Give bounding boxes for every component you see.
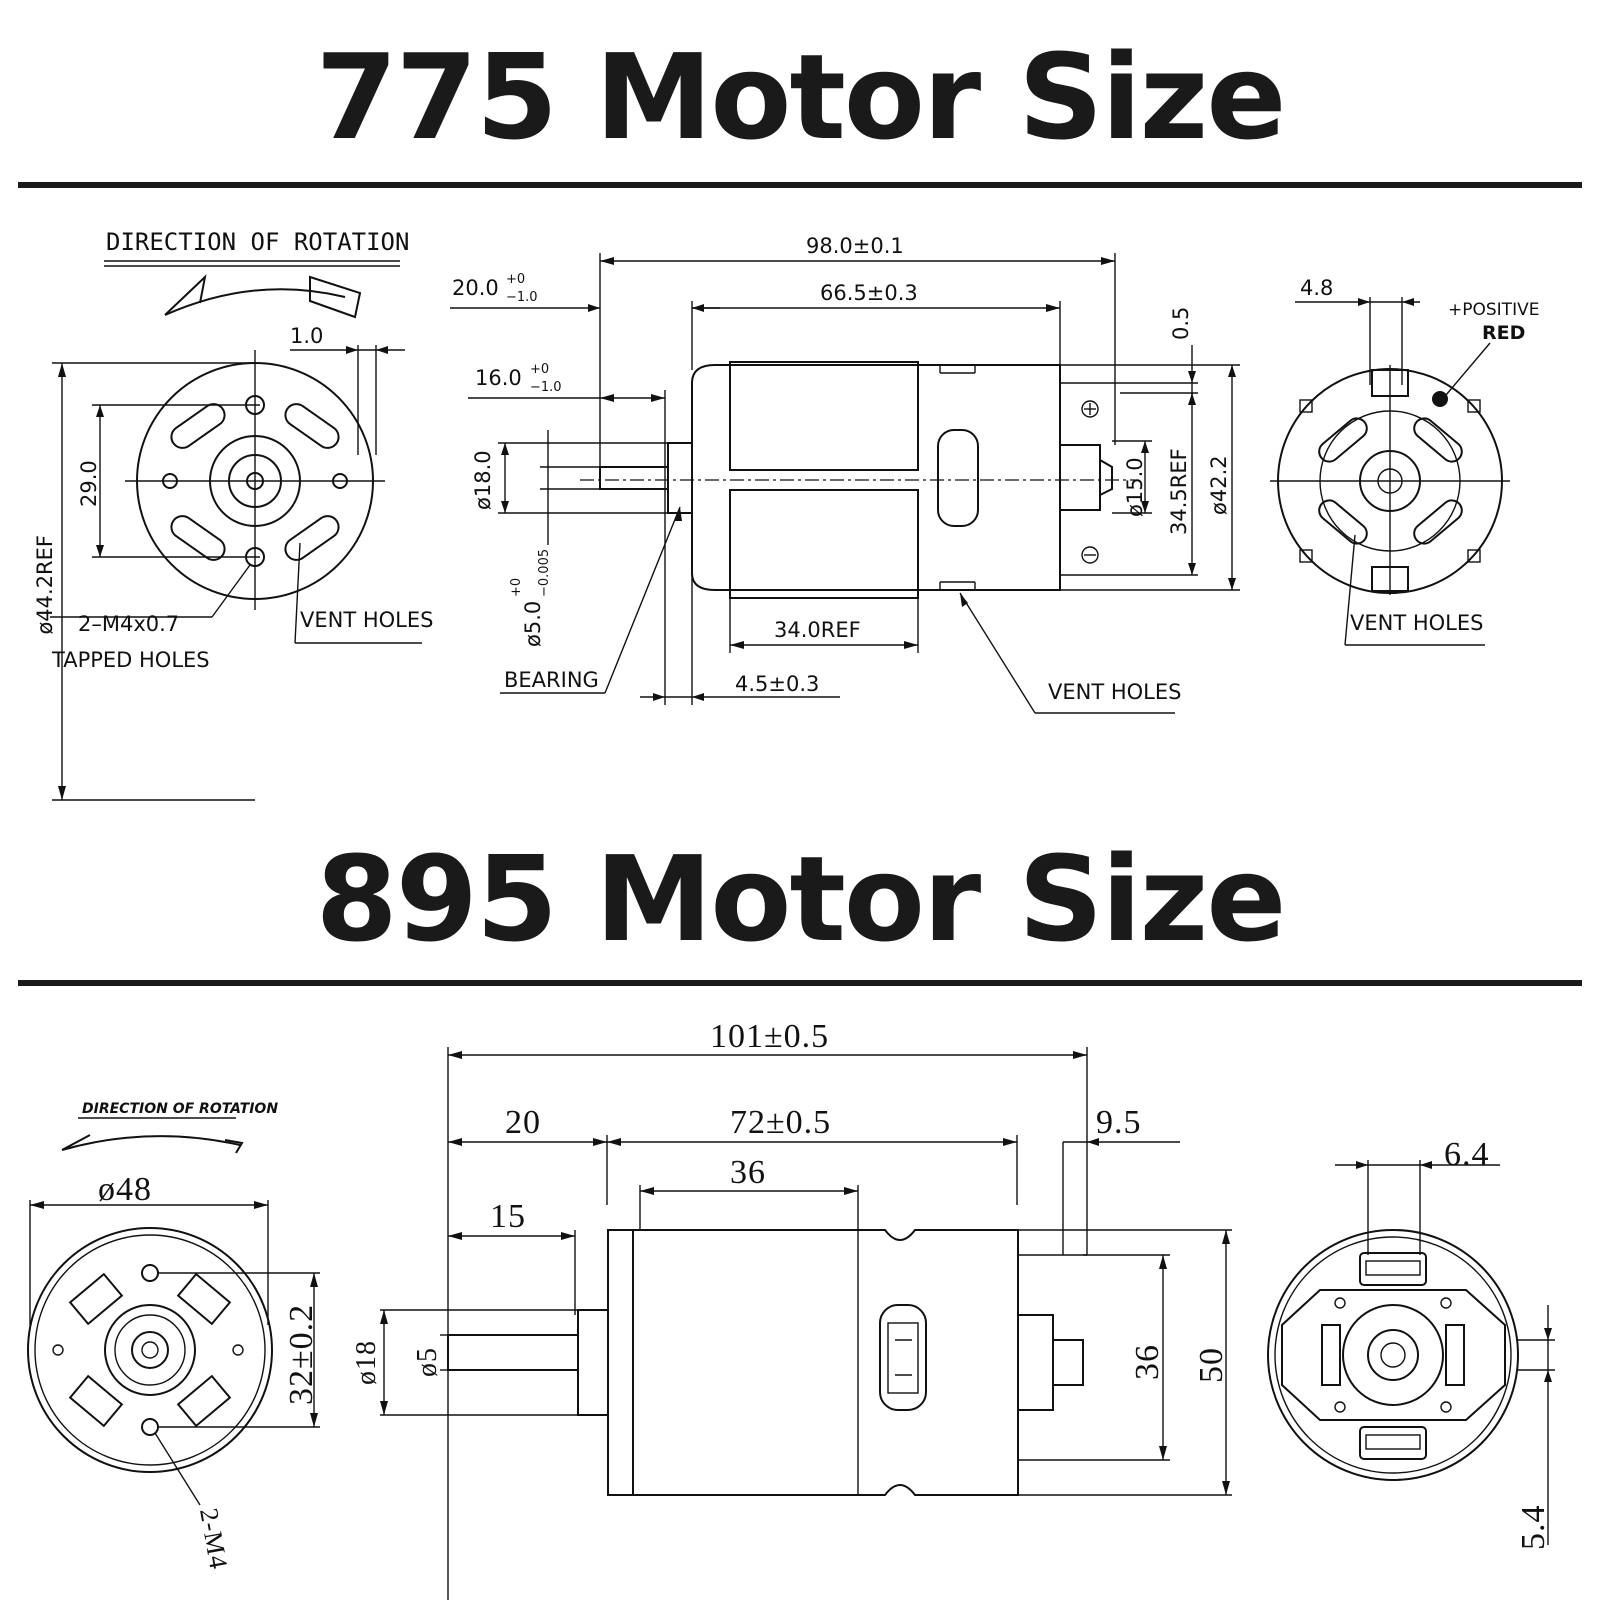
dim-can: 34.0REF — [774, 618, 861, 642]
dim-term-offset: 0.5 — [1169, 307, 1193, 340]
dim-boss-len: 4.5±0.3 — [735, 672, 819, 696]
dim-shaft-tol-top: +0 — [506, 272, 525, 287]
diagram-775: DIRECTION OF ROTATION 1.0 ø44.2REF 29.0 — [33, 228, 1539, 801]
note-red: RED — [1482, 322, 1525, 344]
dim-shaft-895: 20 — [505, 1104, 541, 1141]
dim-boss: ø18.0 — [471, 450, 495, 510]
dim-boss-895: ø18 — [351, 1340, 382, 1385]
front-view-775: DIRECTION OF ROTATION 1.0 ø44.2REF 29.0 — [33, 228, 433, 801]
dim-offset: 1.0 — [290, 324, 323, 348]
note-bearing: BEARING — [504, 668, 599, 692]
dim-term-span: 34.5REF — [1167, 448, 1191, 535]
section-title-895: 895 Motor Size — [315, 830, 1287, 968]
rotation-arrow-icon — [164, 274, 362, 319]
note-tapped: 2–M4x0.7 — [78, 612, 179, 636]
dim-shaft-dia-tol-bottom: −0.005 — [537, 549, 552, 597]
dim-body-dia-895: 50 — [1193, 1347, 1230, 1383]
dim-rear-boss: ø15.0 — [1123, 457, 1147, 517]
rear-view-895: 6.4 5.4 — [1267, 1136, 1555, 1551]
dim-shaft-tol-bottom: −1.0 — [506, 290, 538, 305]
dim-shaft-inner: 16.0 — [475, 366, 522, 390]
note-vent-side: VENT HOLES — [1048, 680, 1181, 704]
dim-shaft-dia: ø5.0 — [521, 601, 545, 647]
rotation-arrow-icon-895 — [61, 1134, 244, 1154]
dim-term-offset-895: 5.4 — [1515, 1505, 1552, 1551]
side-view-895: 101±0.5 20 72±0.5 9.5 36 15 — [351, 1018, 1232, 1600]
dim-total-895: 101±0.5 — [710, 1018, 829, 1055]
side-view-775: 98.0±0.1 20.0 +0 −1.0 66.5±0.3 16.0 +0 −… — [450, 234, 1240, 714]
note-positive: +POSITIVE — [1448, 300, 1539, 320]
dim-term-len-895: 9.5 — [1096, 1104, 1142, 1141]
dim-shaft-dia-895: ø5 — [412, 1347, 443, 1377]
dim-body-dia: ø42.2 — [1207, 455, 1231, 515]
dim-diameter-895: ø48 — [98, 1171, 152, 1208]
dim-shaft-dia-tol-top: +0 — [509, 578, 524, 597]
dim-diameter: ø44.2REF — [33, 535, 57, 635]
dim-terminal-895: 6.4 — [1444, 1136, 1490, 1173]
dim-boss-len-895: 15 — [490, 1198, 526, 1235]
note-tapped-holes: TAPPED HOLES — [51, 648, 210, 672]
dim-hole-spacing: 29.0 — [77, 460, 101, 507]
dim-rear-dia-895: 36 — [1129, 1344, 1166, 1380]
dim-body-895: 72±0.5 — [730, 1104, 831, 1141]
section-divider-775 — [18, 182, 1582, 188]
dim-total: 98.0±0.1 — [806, 234, 904, 258]
dim-shaft-inner-tol-top: +0 — [530, 362, 549, 377]
positive-terminal-dot — [1432, 391, 1448, 407]
direction-label-895: DIRECTION OF ROTATION — [82, 1101, 278, 1117]
dim-shaft: 20.0 — [452, 276, 499, 300]
rear-view-775: 4.8 +POSITIVE RED VENT HOLES — [1270, 276, 1539, 646]
direction-label: DIRECTION OF ROTATION — [106, 228, 409, 256]
dim-terminal: 4.8 — [1300, 276, 1333, 300]
note-tapped-895: 2-M4 — [194, 1506, 233, 1572]
section-divider-895 — [18, 980, 1582, 986]
note-vent-front: VENT HOLES — [300, 608, 433, 632]
dim-body: 66.5±0.3 — [820, 281, 918, 305]
diagram-895: DIRECTION OF ROTATION ø48 — [27, 1018, 1555, 1600]
section-title-775: 775 Motor Size — [315, 28, 1287, 166]
dim-can-895: 36 — [730, 1154, 766, 1191]
dim-shaft-inner-tol-bottom: −1.0 — [530, 380, 562, 395]
note-vent-rear: VENT HOLES — [1350, 611, 1483, 635]
dim-hole-spacing-895: 32±0.2 — [283, 1304, 320, 1405]
front-view-895: DIRECTION OF ROTATION ø48 — [27, 1101, 320, 1572]
